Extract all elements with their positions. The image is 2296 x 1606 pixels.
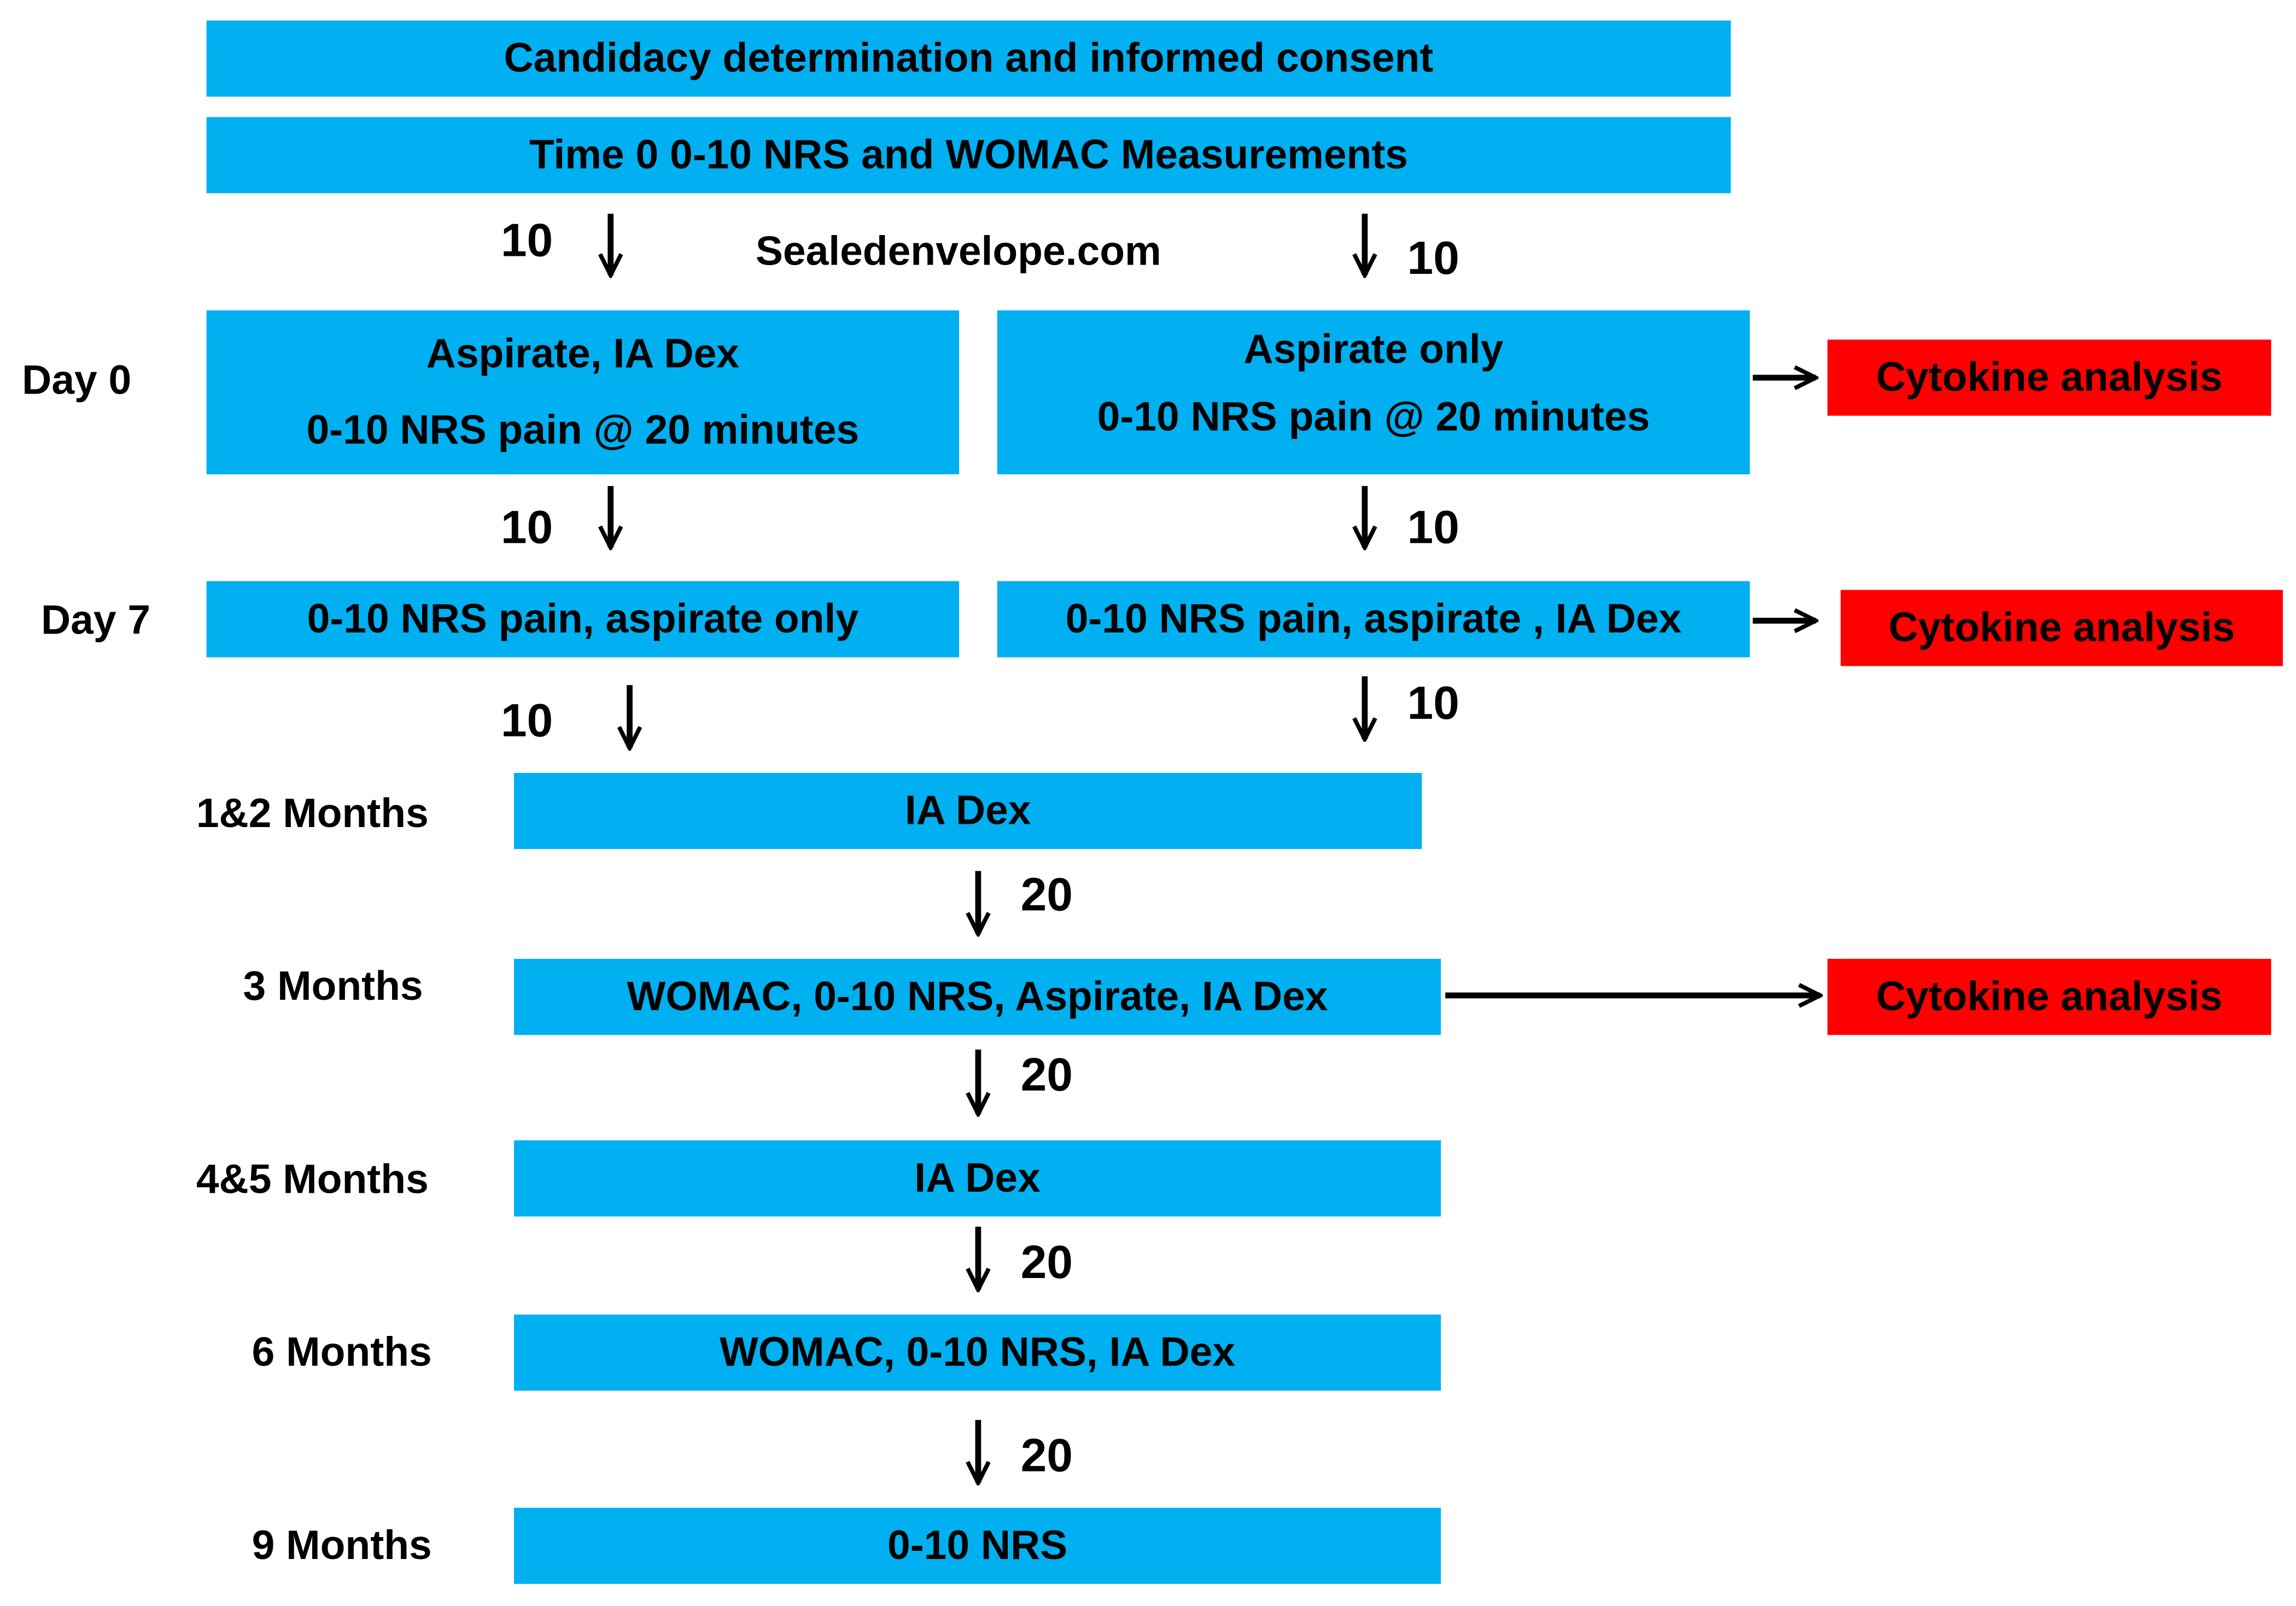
cytokine-box-3: Cytokine analysis — [1827, 959, 2271, 1035]
cytokine-text-2: Cytokine analysis — [1888, 605, 2235, 650]
count-rand-right: 10 — [1407, 231, 1459, 284]
count-rand-left: 10 — [500, 213, 553, 267]
m12-text: IA Dex — [904, 788, 1031, 834]
m9-box: 0-10 NRS — [513, 1508, 1441, 1584]
m3-box: WOMAC, 0-10 NRS, Aspirate, IA Dex — [513, 959, 1441, 1035]
m9-text: 0-10 NRS — [887, 1522, 1068, 1568]
count-day0-left: 10 — [500, 500, 553, 554]
count-m45-m6: 20 — [1020, 1235, 1073, 1288]
cytokine-box-2: Cytokine analysis — [1841, 590, 2283, 666]
day7-left-text: 0-10 NRS pain, aspirate only — [307, 596, 859, 642]
day7-right-box: 0-10 NRS pain, aspirate , IA Dex — [997, 581, 1750, 658]
m6-box: WOMAC, 0-10 NRS, IA Dex — [513, 1314, 1441, 1391]
day0-left-line2: 0-10 NRS pain @ 20 minutes — [306, 407, 860, 453]
timepoint-m45: 4&5 Months — [196, 1156, 429, 1202]
consent-text: Candidacy determination and informed con… — [504, 35, 1434, 81]
count-m6-m9: 20 — [1020, 1428, 1073, 1482]
m6-text: WOMAC, 0-10 NRS, IA Dex — [720, 1329, 1236, 1375]
timepoint-m12: 1&2 Months — [196, 790, 429, 836]
cytokine-text-3: Cytokine analysis — [1876, 974, 2223, 1019]
day0-right-box: Aspirate only 0-10 NRS pain @ 20 minutes — [997, 310, 1750, 474]
timepoint-m3: 3 Months — [243, 963, 423, 1009]
count-day7-left: 10 — [500, 694, 553, 747]
day0-left-box: Aspirate, IA Dex 0-10 NRS pain @ 20 minu… — [206, 310, 960, 474]
randomization-label: Sealedenvelope.com — [755, 228, 1161, 274]
count-m12-m3: 20 — [1020, 868, 1073, 921]
m12-box: IA Dex — [513, 772, 1422, 849]
consent-box: Candidacy determination and informed con… — [206, 20, 1731, 97]
timepoint-m6: 6 Months — [252, 1329, 432, 1375]
count-m3-m45: 20 — [1020, 1048, 1073, 1101]
time0-text: Time 0 0-10 NRS and WOMAC Measurements — [529, 132, 1409, 178]
day0-right-line2: 0-10 NRS pain @ 20 minutes — [1097, 394, 1650, 439]
day7-right-text: 0-10 NRS pain, aspirate , IA Dex — [1065, 596, 1682, 642]
day0-right-line1: Aspirate only — [1243, 327, 1504, 373]
day0-left-line1: Aspirate, IA Dex — [426, 331, 740, 377]
cytokine-box-1: Cytokine analysis — [1827, 339, 2271, 416]
timepoint-m9: 9 Months — [252, 1522, 432, 1568]
m3-text: WOMAC, 0-10 NRS, Aspirate, IA Dex — [627, 974, 1328, 1019]
cytokine-text-1: Cytokine analysis — [1876, 354, 2223, 400]
count-day7-right: 10 — [1407, 676, 1459, 729]
m45-text: IA Dex — [914, 1155, 1041, 1201]
m45-box: IA Dex — [513, 1140, 1441, 1217]
timepoint-day7: Day 7 — [40, 597, 151, 643]
day7-left-box: 0-10 NRS pain, aspirate only — [206, 581, 960, 658]
count-day0-right: 10 — [1407, 500, 1459, 554]
time0-box: Time 0 0-10 NRS and WOMAC Measurements — [206, 117, 1731, 194]
timepoint-day0: Day 0 — [22, 357, 132, 403]
